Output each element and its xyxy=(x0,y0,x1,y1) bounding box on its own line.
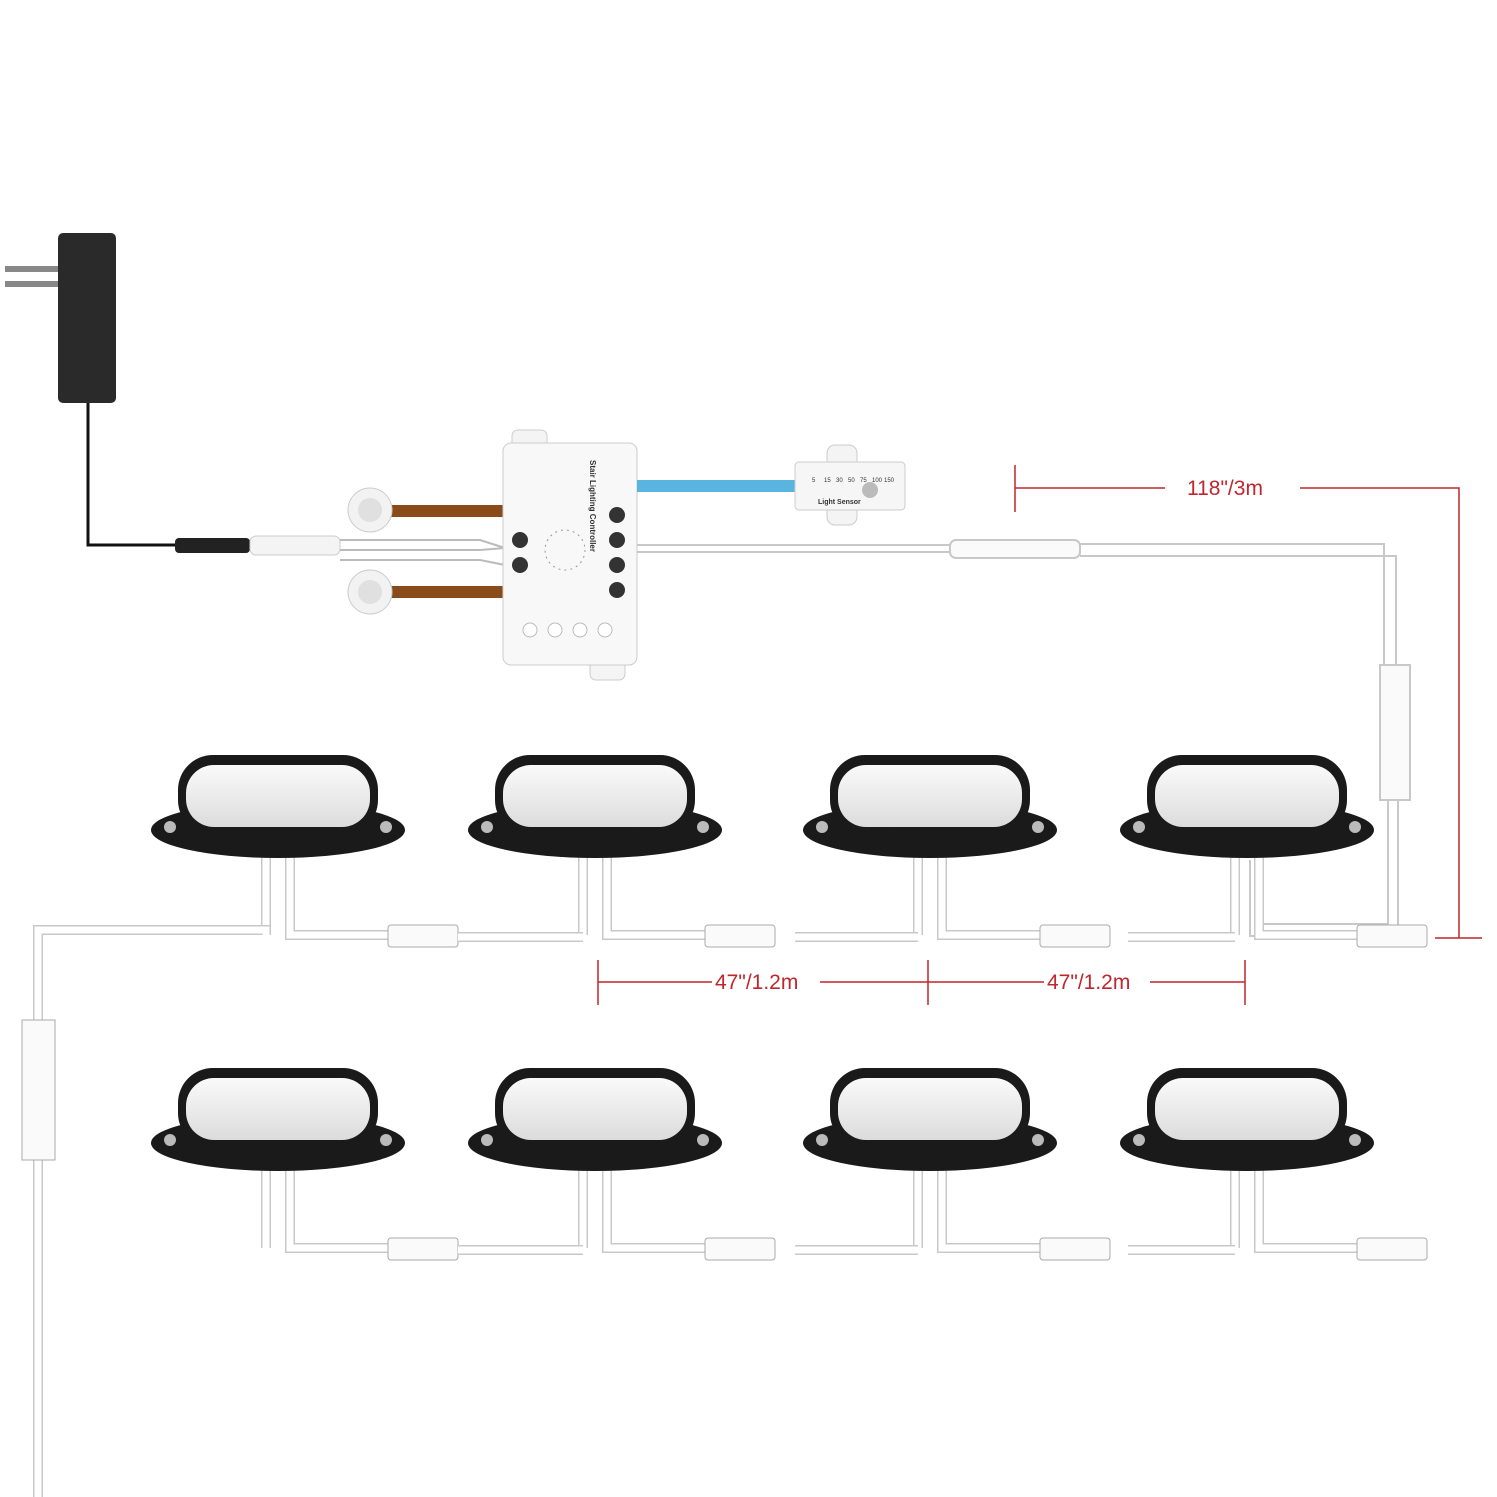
light-sensor-scale-15: 15 xyxy=(824,478,831,484)
stair-light-top-4 xyxy=(1120,755,1428,948)
stair-light-bottom-4 xyxy=(1120,1068,1428,1261)
light-sensor-scale-100: 100 xyxy=(872,478,883,484)
dimension-spacing xyxy=(597,960,1246,1005)
dimension-total-label: 118"/3m xyxy=(1187,477,1263,500)
wire-connector xyxy=(1356,924,1428,948)
power-adapter xyxy=(5,233,341,556)
dimension-spacing-label-1: 47"/1.2m xyxy=(715,971,798,994)
wire-connector xyxy=(1039,924,1111,948)
stair-light-top-3 xyxy=(803,755,1111,948)
wire-connector xyxy=(387,1237,459,1261)
input-cable xyxy=(340,539,506,566)
stair-light-top-1 xyxy=(151,755,459,948)
light-sensor-label: Light Sensor xyxy=(818,499,861,506)
dimension-spacing-label-2: 47"/1.2m xyxy=(1047,971,1130,994)
controller: Stair Lighting Controller xyxy=(502,429,638,681)
light-sensor-scale-30: 30 xyxy=(836,478,843,484)
wire-connector xyxy=(704,1237,776,1261)
stair-light-bottom-1 xyxy=(151,1068,459,1261)
motion-sensor-bottom xyxy=(347,569,505,615)
signal-wire xyxy=(637,480,797,492)
wire-connector xyxy=(704,924,776,948)
wire-connector xyxy=(1356,1237,1428,1261)
trunk-cable xyxy=(21,925,1235,1497)
light-sensor-scale-150: 150 xyxy=(884,478,895,484)
stair-light-bottom-2 xyxy=(468,1068,776,1261)
wire-connector xyxy=(1039,1237,1111,1261)
wire-connector xyxy=(21,1019,56,1161)
output-cable xyxy=(637,539,1411,937)
stair-light-bottom-3 xyxy=(803,1068,1111,1261)
controller-title: Stair Lighting Controller xyxy=(588,460,597,552)
light-sensor-scale-75: 75 xyxy=(860,478,867,484)
stair-light-top-2 xyxy=(468,755,776,948)
wire-connector xyxy=(387,924,459,948)
motion-sensor-top xyxy=(347,487,505,533)
light-sensor-scale-50: 50 xyxy=(848,478,855,484)
dimension-total xyxy=(1014,465,1482,939)
light-sensor-scale-5: 5 xyxy=(812,478,816,484)
